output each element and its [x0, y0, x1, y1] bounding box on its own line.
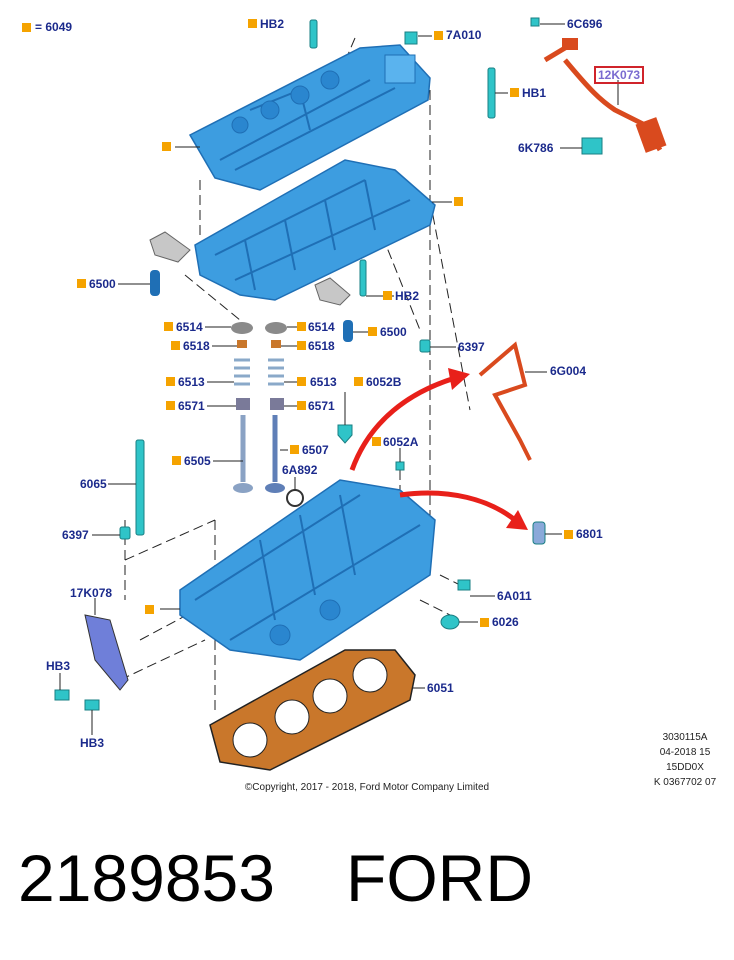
- marker-icon: [297, 401, 306, 410]
- bracket: [84, 614, 129, 691]
- valve-cover: [188, 44, 431, 191]
- marker-icon: [290, 445, 299, 454]
- harness-12k073: [543, 38, 667, 153]
- marker-icon: [162, 142, 171, 151]
- callout-6513-left: 6513: [178, 375, 205, 389]
- marker-icon: [248, 19, 257, 28]
- marker-icon: [145, 605, 154, 614]
- callout-6052b: 6052B: [366, 375, 402, 389]
- brand-name: FORD: [346, 841, 533, 915]
- callout-6g004: 6G004: [550, 364, 587, 378]
- marker-icon: [172, 456, 181, 465]
- copyright-notice: ©Copyright, 2017 - 2018, Ford Motor Comp…: [244, 782, 490, 793]
- marker-icon: [354, 377, 363, 386]
- callout-6513-right: 6513: [310, 375, 337, 389]
- callout-6518-left: 6518: [183, 339, 210, 353]
- callout-6a892: 6A892: [282, 463, 318, 477]
- callout-6397-top: 6397: [458, 340, 485, 354]
- marker-icon: [297, 341, 306, 350]
- marker-icon: [434, 31, 443, 40]
- callout-hb2-mid: HB2: [395, 289, 420, 303]
- meta-line: K 0367702 07: [653, 777, 717, 788]
- callout-17k078: 17K078: [70, 586, 113, 600]
- camshaft-carrier: [194, 159, 436, 301]
- callout-6801: 6801: [576, 527, 603, 541]
- sensor-6k786: [581, 137, 603, 155]
- callout-6065: 6065: [80, 477, 107, 491]
- sensor-6g004: [478, 341, 532, 461]
- callout-6507: 6507: [302, 443, 329, 457]
- callout-6514-left: 6514: [176, 320, 203, 334]
- callout-6c696: 6C696: [567, 17, 603, 31]
- callout-6051: 6051: [427, 681, 454, 695]
- diagram-metadata: 3030115A 04-2018 15 15DD0X K 0367702 07: [640, 730, 730, 790]
- marker-icon: [383, 291, 392, 300]
- callout-6571-left: 6571: [178, 399, 205, 413]
- callout-6505: 6505: [184, 454, 211, 468]
- exploded-view-diagram: [54, 17, 667, 771]
- callout-6k786: 6K786: [518, 141, 554, 155]
- callout-hb1: HB1: [522, 86, 547, 100]
- callout-6052a: 6052A: [383, 435, 419, 449]
- cylinder-head: [179, 479, 436, 661]
- callout-6500-right: 6500: [380, 325, 407, 339]
- callout-6397-left: 6397: [62, 528, 89, 542]
- red-arrows: [349, 368, 528, 530]
- callout-6500-left: 6500: [89, 277, 116, 291]
- marker-icon: [171, 341, 180, 350]
- callout-6571-right: 6571: [308, 399, 335, 413]
- marker-icon: [166, 401, 175, 410]
- callout-hb3-b: HB3: [80, 736, 105, 750]
- meta-line: 3030115A: [662, 732, 708, 743]
- fasteners: [54, 17, 546, 711]
- marker-icon: [480, 618, 489, 627]
- marker-icon: [510, 88, 519, 97]
- marker-icon: [166, 377, 175, 386]
- callout-hb2-top: HB2: [260, 17, 285, 31]
- callout-hb3-a: HB3: [46, 659, 71, 673]
- legend: = 6049: [22, 20, 72, 34]
- callout-6518-right: 6518: [308, 339, 335, 353]
- callout-6514-right: 6514: [308, 320, 335, 334]
- valvetrain: [149, 231, 353, 507]
- callout-7a010: 7A010: [446, 28, 482, 42]
- marker-icon: [164, 322, 173, 331]
- callout-6a011: 6A011: [497, 589, 532, 603]
- meta-line: 15DD0X: [666, 762, 704, 773]
- marker-icon: [564, 530, 573, 539]
- legend-text: = 6049: [35, 20, 73, 34]
- marker-icon: [454, 197, 463, 206]
- legend-marker-icon: [22, 23, 31, 33]
- callout-6026: 6026: [492, 615, 519, 629]
- part-number: 2189853: [18, 841, 275, 915]
- marker-icon: [297, 322, 306, 331]
- leader-lines: [59, 23, 619, 735]
- meta-line: 04-2018 15: [659, 747, 711, 758]
- alignment-lines: [119, 37, 471, 715]
- marker-icon: [372, 437, 381, 446]
- marker-icon: [368, 327, 377, 336]
- marker-icon: [77, 279, 86, 288]
- head-gasket: [209, 649, 416, 771]
- callout-12k073: 12K073: [594, 66, 645, 84]
- marker-icon: [297, 377, 306, 386]
